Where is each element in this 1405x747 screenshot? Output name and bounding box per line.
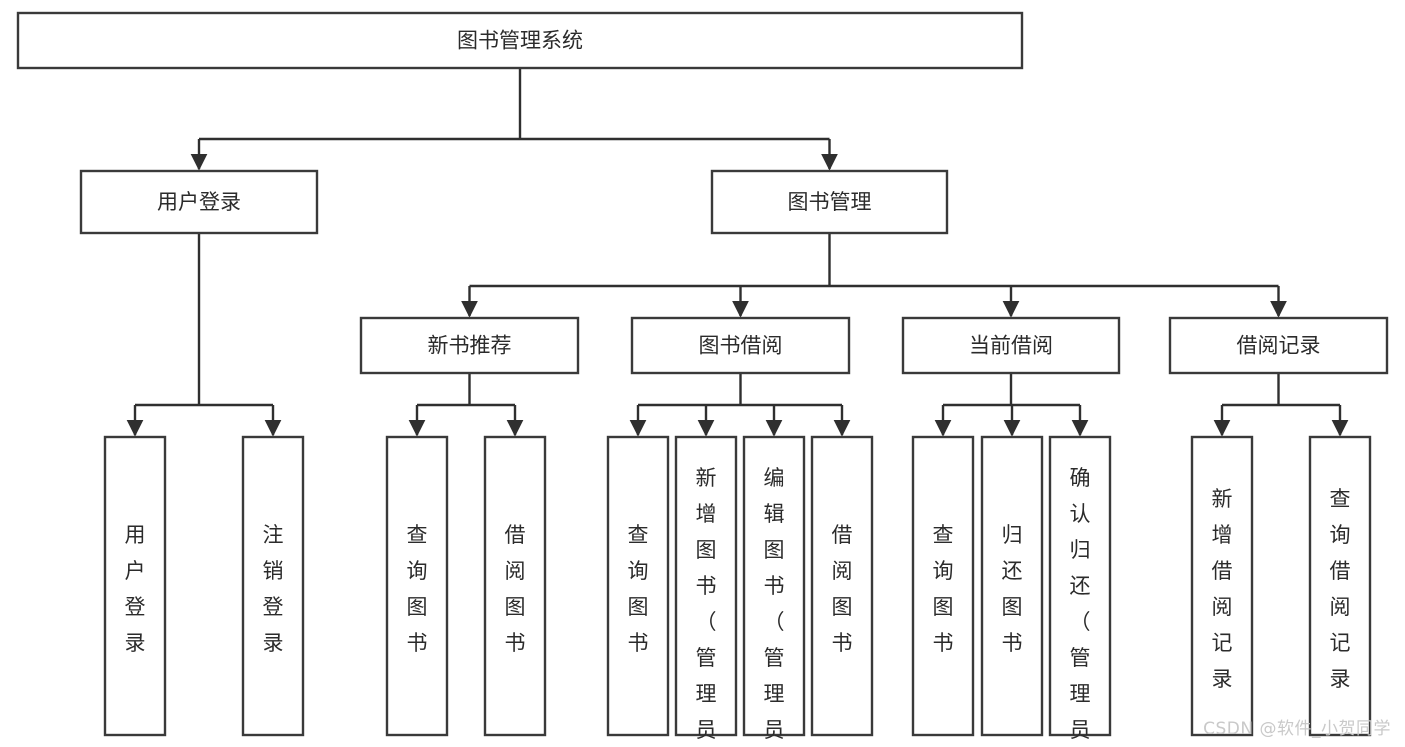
connector-layer (126, 68, 1349, 437)
node-box (79, 169, 319, 235)
node-label: 借阅图书 (832, 523, 853, 655)
node-label: 新增图书（管理员） (696, 466, 717, 747)
node-label: 当前借阅 (969, 334, 1053, 358)
node-label: 借阅记录 (1237, 334, 1321, 358)
node-leaf-borrow-book-1[interactable]: 借阅图书 (483, 435, 547, 737)
node-current-borrow[interactable]: 当前借阅 (901, 316, 1121, 375)
node-book-borrow[interactable]: 图书借阅 (630, 316, 851, 375)
node-leaf-borrow-book-2[interactable]: 借阅图书 (810, 435, 874, 737)
node-box (1168, 316, 1389, 375)
node-box (606, 435, 670, 737)
node-box (16, 11, 1024, 70)
node-leaf-query-book-3[interactable]: 查询图书 (911, 435, 975, 737)
node-label: 查询图书 (933, 523, 954, 655)
node-label: 新书推荐 (428, 334, 512, 358)
node-box (1048, 435, 1112, 737)
node-leaf-confirm-return[interactable]: 确认归还（管理员） (1048, 435, 1112, 747)
node-leaf-add-record[interactable]: 新增借阅记录 (1190, 435, 1254, 737)
node-box (483, 435, 547, 737)
node-box (385, 435, 449, 737)
node-root[interactable]: 图书管理系统 (16, 11, 1024, 70)
node-leaf-query-book-2[interactable]: 查询图书 (606, 435, 670, 737)
node-box (630, 316, 851, 375)
node-box (980, 435, 1044, 737)
node-leaf-user-login[interactable]: 用户登录 (103, 435, 167, 737)
node-box (241, 435, 305, 737)
node-label: 确认归还（管理员） (1070, 466, 1091, 747)
node-box (911, 435, 975, 737)
node-box (103, 435, 167, 737)
node-label: 新增借阅记录 (1212, 487, 1233, 691)
node-box (674, 435, 738, 737)
node-leaf-query-book-1[interactable]: 查询图书 (385, 435, 449, 737)
node-label: 归还图书 (1002, 523, 1023, 655)
node-box (710, 169, 949, 235)
node-box (901, 316, 1121, 375)
node-layer: 图书管理系统用户登录图书管理新书推荐图书借阅当前借阅借阅记录用户登录注销登录查询… (16, 11, 1389, 747)
node-borrow-record[interactable]: 借阅记录 (1168, 316, 1389, 375)
node-box (359, 316, 580, 375)
node-label: 图书管理 (788, 190, 872, 214)
node-leaf-add-book[interactable]: 新增图书（管理员） (674, 435, 738, 747)
node-label: 用户登录 (125, 523, 146, 655)
node-book-admin[interactable]: 图书管理 (710, 169, 949, 235)
node-label: 查询借阅记录 (1330, 487, 1351, 691)
node-leaf-query-record[interactable]: 查询借阅记录 (1308, 435, 1372, 737)
watermark-text: CSDN @软件_小贺同学 (1203, 719, 1391, 739)
node-label: 编辑图书（管理员） (764, 466, 785, 747)
node-box (810, 435, 874, 737)
node-label: 查询图书 (407, 523, 428, 655)
node-leaf-return-book[interactable]: 归还图书 (980, 435, 1044, 737)
node-label: 图书借阅 (699, 334, 783, 358)
node-box (1190, 435, 1254, 737)
node-leaf-edit-book[interactable]: 编辑图书（管理员） (742, 435, 806, 747)
node-box (1308, 435, 1372, 737)
node-user-login[interactable]: 用户登录 (79, 169, 319, 235)
node-label: 查询图书 (628, 523, 649, 655)
node-label: 图书管理系统 (457, 29, 583, 53)
node-label: 用户登录 (157, 190, 241, 214)
node-new-book-rec[interactable]: 新书推荐 (359, 316, 580, 375)
node-label: 借阅图书 (505, 523, 526, 655)
node-label: 注销登录 (263, 523, 284, 655)
node-box (742, 435, 806, 737)
node-leaf-logout[interactable]: 注销登录 (241, 435, 305, 737)
